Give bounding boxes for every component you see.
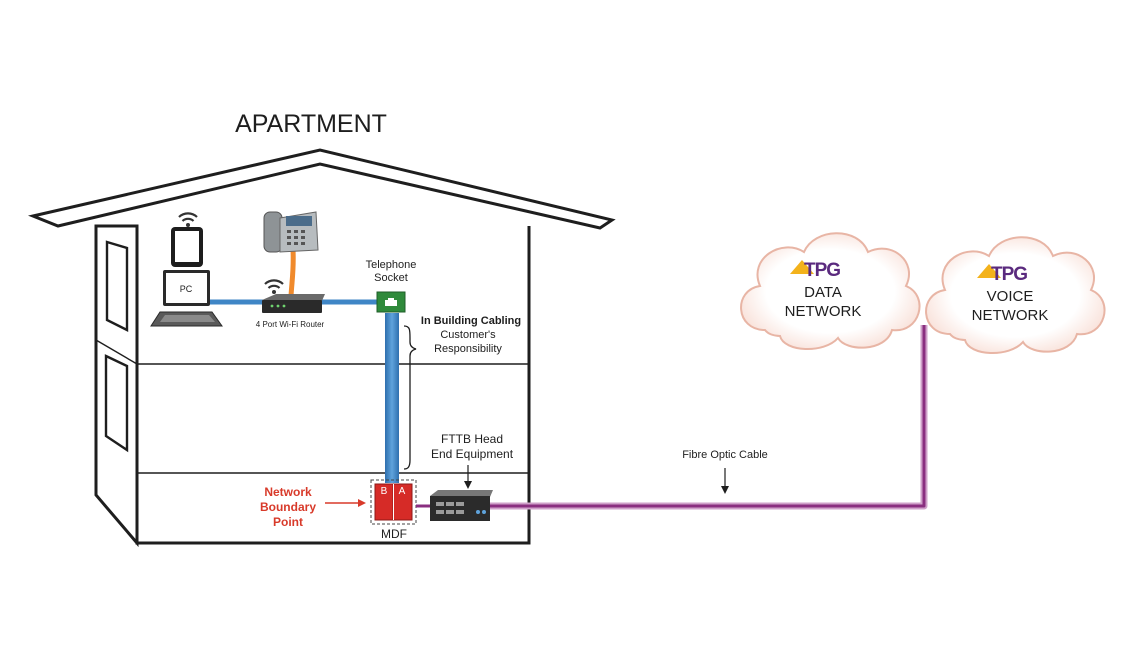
wifi-icon — [178, 212, 198, 227]
cabling-line2: Responsibility — [434, 343, 502, 355]
building-title: APARTMENT — [235, 110, 387, 138]
boundary-arrow — [325, 499, 366, 507]
mdf-box — [370, 479, 417, 525]
tpg-logo-text: TPG — [804, 260, 840, 281]
tpg-logo: TPG — [977, 264, 1028, 285]
tablet-icon — [171, 227, 203, 267]
fibre-label: Fibre Optic Cable — [682, 449, 768, 461]
apartment-building — [27, 148, 616, 548]
responsibility-brace — [403, 325, 417, 470]
tpg-logo: TPG — [790, 260, 841, 281]
side-window-lower — [104, 354, 129, 453]
fttb-label-line2: End Equipment — [431, 447, 514, 461]
boundary-line2: Boundary — [260, 500, 316, 514]
voice-network-line2: NETWORK — [972, 307, 1049, 324]
roof — [27, 148, 616, 230]
router-icon — [262, 294, 325, 313]
data-cables — [207, 249, 399, 483]
socket-label-line2: Socket — [374, 272, 408, 284]
building-front-wall — [135, 226, 531, 545]
mdf-port-a: A — [399, 486, 406, 497]
mdf-label: MDF — [381, 527, 407, 541]
side-divider-upper — [95, 339, 138, 365]
fttb-arrow — [464, 465, 472, 489]
phone-cord — [288, 249, 296, 297]
socket-label-line1: Telephone — [366, 259, 417, 271]
desk-phone-icon — [263, 211, 319, 253]
router-label: 4 Port Wi-Fi Router — [256, 320, 325, 329]
voice-network-line1: VOICE — [987, 288, 1034, 305]
fttb-equipment-icon — [430, 490, 493, 521]
tpg-logo-text: TPG — [991, 264, 1027, 285]
riser-cable — [385, 313, 399, 483]
laptop-icon — [150, 270, 223, 327]
fibre-optic-cable — [416, 325, 928, 510]
data-network-line2: NETWORK — [785, 303, 862, 320]
fibre-arrow — [721, 468, 729, 494]
data-network-cloud — [740, 232, 921, 351]
voice-network-cloud — [925, 236, 1106, 355]
mdf-port-b: B — [381, 486, 388, 497]
cabling-line1: Customer's — [440, 329, 496, 341]
cabling-title: In Building Cabling — [421, 315, 521, 327]
wifi-icon — [264, 279, 284, 294]
side-window-upper — [105, 240, 129, 332]
fttb-label-line1: FTTB Head — [441, 432, 503, 446]
pc-label: PC — [180, 284, 193, 294]
data-network-line1: DATA — [804, 284, 842, 301]
boundary-line1: Network — [264, 485, 312, 499]
boundary-line3: Point — [273, 515, 303, 529]
telephone-socket-icon — [376, 291, 406, 313]
